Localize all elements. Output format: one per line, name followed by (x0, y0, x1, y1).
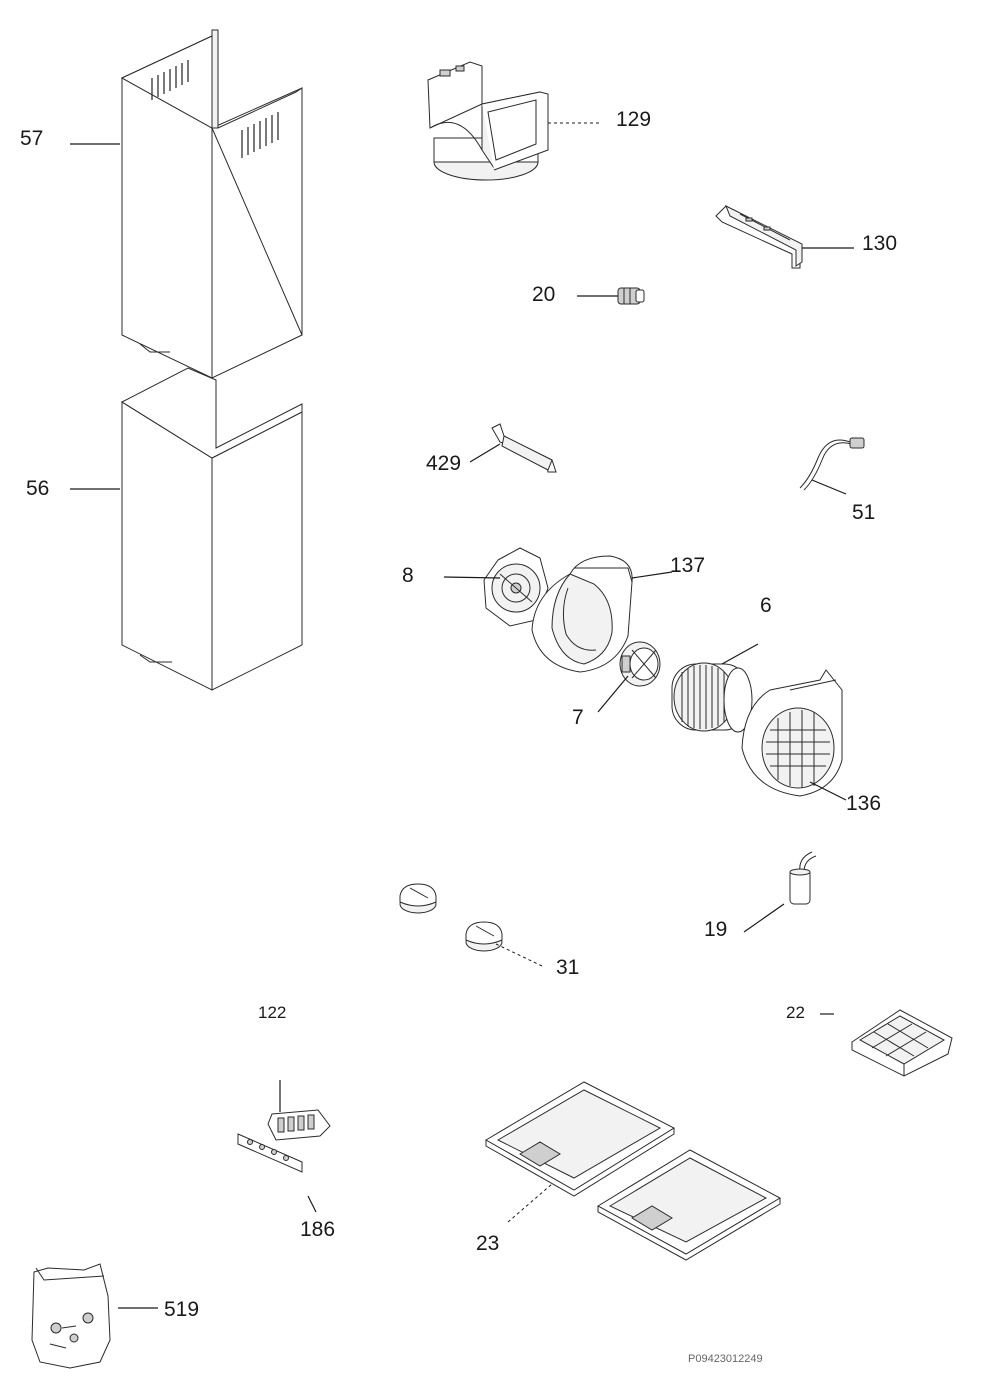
label-186: 186 (300, 1218, 335, 1241)
part-57-upper-chimney (120, 29, 303, 379)
label-6: 6 (760, 594, 772, 617)
leader-8 (443, 576, 501, 579)
label-519: 519 (164, 1298, 199, 1321)
casing-grille (766, 710, 830, 788)
part-519-accessory-bag (31, 1263, 111, 1369)
part-7-motor (619, 641, 661, 687)
label-129: 129 (616, 108, 651, 131)
part-136-fan-casing (741, 669, 843, 797)
leader-51 (811, 479, 847, 495)
label-7: 7 (572, 706, 584, 729)
vent-slots-57a (151, 60, 189, 100)
leader-7 (597, 675, 629, 713)
part-129-adaptor (427, 61, 549, 181)
part-20-connector (617, 287, 645, 305)
leader-137 (631, 571, 673, 579)
part-51-cable (799, 437, 865, 491)
part-19-capacitor (789, 851, 817, 905)
label-136: 136 (846, 792, 881, 815)
part-137-fan-housing (531, 555, 633, 673)
filter-cells (871, 1023, 929, 1057)
part-56-lower-chimney (120, 367, 303, 691)
leader-429 (469, 443, 501, 463)
part-23-grease-filter-b (596, 1149, 782, 1261)
label-130: 130 (862, 232, 897, 255)
leader-31 (495, 943, 543, 967)
part-23-grease-filter-a (485, 1081, 676, 1197)
label-56: 56 (26, 477, 49, 500)
part-22-charcoal-filter (851, 1009, 953, 1077)
leader-6 (721, 643, 759, 665)
part-6-impeller (671, 662, 753, 733)
label-8: 8 (402, 564, 414, 587)
part-31-knob-b (465, 921, 503, 952)
label-137: 137 (670, 554, 705, 577)
impeller-blades (681, 665, 725, 729)
part-186-control-strip (237, 1133, 303, 1173)
drawing-code: P09423012249 (688, 1353, 763, 1365)
part-31-knob-a (399, 883, 437, 914)
part-429-cover (491, 423, 557, 473)
label-31: 31 (556, 956, 579, 979)
label-122: 122 (258, 1003, 286, 1022)
label-51: 51 (852, 501, 875, 524)
leader-186 (307, 1195, 317, 1213)
label-429: 429 (426, 452, 461, 475)
label-20: 20 (532, 283, 555, 306)
switch-buttons (277, 1114, 315, 1133)
label-23: 23 (476, 1232, 499, 1255)
vent-slots-57b (241, 112, 279, 158)
part-130-bracket (715, 204, 803, 269)
part-8-motor-plate (483, 547, 549, 627)
leader-23 (507, 1183, 553, 1223)
part-122-switch-board (267, 1109, 331, 1141)
label-57: 57 (20, 127, 43, 150)
leader-136 (809, 781, 847, 801)
label-19: 19 (704, 918, 727, 941)
label-22: 22 (786, 1003, 805, 1022)
leader-19 (743, 903, 785, 933)
